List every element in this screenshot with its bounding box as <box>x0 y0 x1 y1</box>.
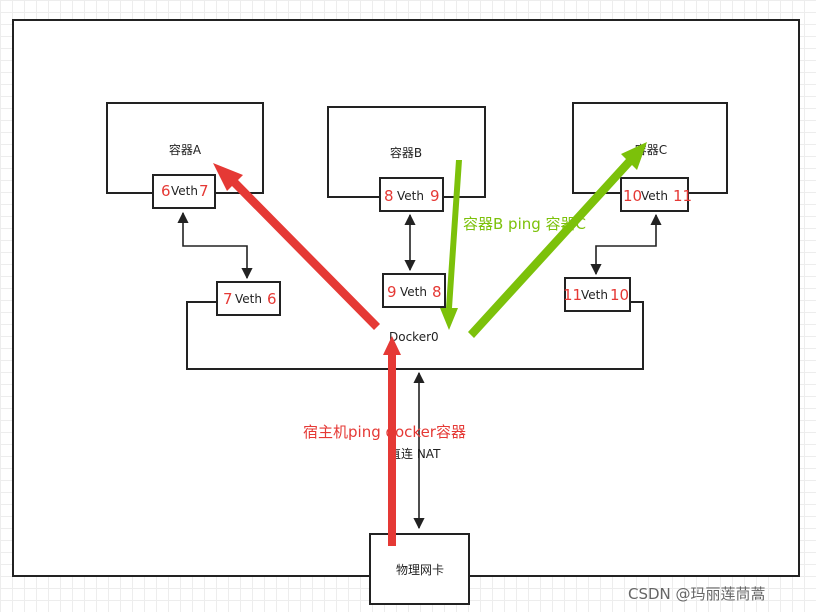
container-a-label: 容器A <box>169 142 202 157</box>
docker0-label: Docker0 <box>389 330 439 344</box>
bridge-veth-a-text: Veth <box>235 292 262 306</box>
container-c-veth-left: 10 <box>623 187 642 205</box>
green-arrow-bridge-to-c <box>468 142 647 338</box>
container-a-veth-text: Veth <box>171 184 198 198</box>
container-c-veth-right: 11 <box>673 187 692 205</box>
bridge-veth-a-box <box>216 281 281 316</box>
container-b-veth-box <box>379 177 444 212</box>
container-a-veth-box <box>152 174 216 209</box>
bridge-veth-c-right: 10 <box>610 286 629 304</box>
container-b-veth-left: 8 <box>384 187 394 205</box>
nic-link-label: 直连 NAT <box>389 446 441 461</box>
link-c-pair <box>590 213 662 276</box>
bridge-veth-b-box <box>382 273 446 308</box>
physical-nic-label: 物理网卡 <box>396 563 444 577</box>
container-c-veth-text: Veth <box>641 189 668 203</box>
bridge-veth-c-text: Veth <box>581 288 608 302</box>
docker0-bridge <box>186 301 644 370</box>
container-ping-annotation: 容器B ping 容器C <box>463 215 586 233</box>
container-a-veth-right: 7 <box>199 182 209 200</box>
link-a-pair <box>177 211 253 280</box>
container-b-veth-right: 9 <box>430 187 440 205</box>
bridge-veth-a-right: 6 <box>267 290 277 308</box>
host-ping-annotation: 宿主机ping docker容器 <box>303 423 466 441</box>
container-a-veth-left: 6 <box>161 182 171 200</box>
bridge-veth-c-box <box>564 277 631 312</box>
container-b-veth-text: Veth <box>397 189 424 203</box>
bridge-veth-c-left: 11 <box>563 286 582 304</box>
red-arrow-host-to-bridge <box>383 336 401 546</box>
container-c-veth-box <box>620 177 689 212</box>
red-arrow-bridge-to-a <box>213 163 380 330</box>
bridge-veth-a-left: 7 <box>223 290 233 308</box>
green-arrow-b-to-bridge <box>440 160 462 330</box>
bridge-veth-b-left: 9 <box>387 283 397 301</box>
watermark: CSDN @玛丽莲茼蒿 <box>628 585 766 603</box>
bridge-veth-b-text: Veth <box>400 285 427 299</box>
container-b-label: 容器B <box>390 145 422 160</box>
physical-nic-box <box>369 533 470 605</box>
bridge-veth-b-right: 8 <box>432 283 442 301</box>
